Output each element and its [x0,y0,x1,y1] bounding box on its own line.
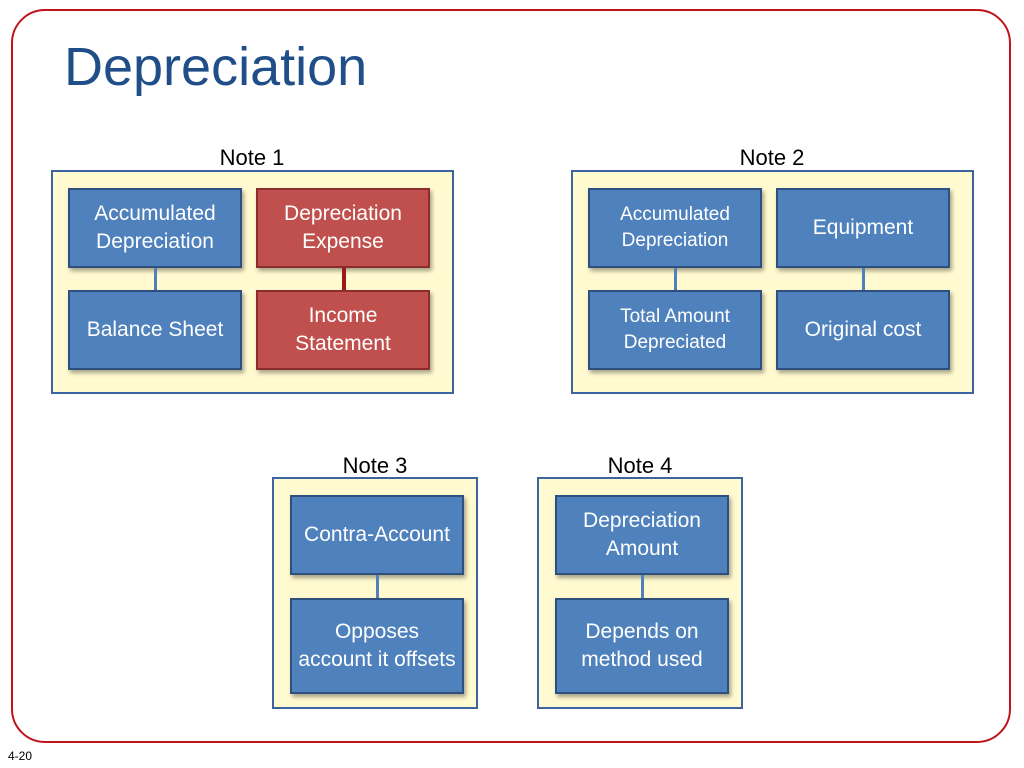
note-2-equipment-box: Equipment [776,188,950,268]
note-3-panel: Contra-Account Opposes account it offset… [272,477,478,709]
note-4-connector [641,575,644,598]
note-4-depends-on-method-box: Depends on method used [555,598,729,694]
note-1-depreciation-expense-box: Depreciation Expense [256,188,430,268]
note-3-opposes-account-box: Opposes account it offsets [290,598,464,694]
note-1-accumulated-depreciation-box: Accumulated Depreciation [68,188,242,268]
note-3-label: Note 3 [342,453,408,478]
note-3-contra-account-box: Contra-Account [290,495,464,575]
note-2-panel: Accumulated Depreciation Equipment Total… [571,170,974,394]
note-4-depreciation-amount-box: Depreciation Amount [555,495,729,575]
note-1-income-statement-box: Income Statement [256,290,430,370]
note-1-label: Note 1 [219,145,285,170]
note-2-total-amount-depreciated-box: Total Amount Depreciated [588,290,762,370]
note-1-panel: Accumulated Depreciation Depreciation Ex… [51,170,454,394]
page-number: 4-20 [8,749,33,763]
note-3-connector [376,575,379,598]
note-2-accumulated-depreciation-box: Accumulated Depreciation [588,188,762,268]
note-2-right-connector [862,268,865,290]
note-1-left-connector [154,268,157,290]
note-4-panel: Depreciation Amount Depends on method us… [537,477,743,709]
slide-title: Depreciation [64,37,368,97]
note-2-left-connector [674,268,677,290]
note-1-right-connector [342,268,346,290]
note-1-balance-sheet-box: Balance Sheet [68,290,242,370]
note-2-original-cost-box: Original cost [776,290,950,370]
note-2-label: Note 2 [739,145,805,170]
note-4-label: Note 4 [607,453,673,478]
